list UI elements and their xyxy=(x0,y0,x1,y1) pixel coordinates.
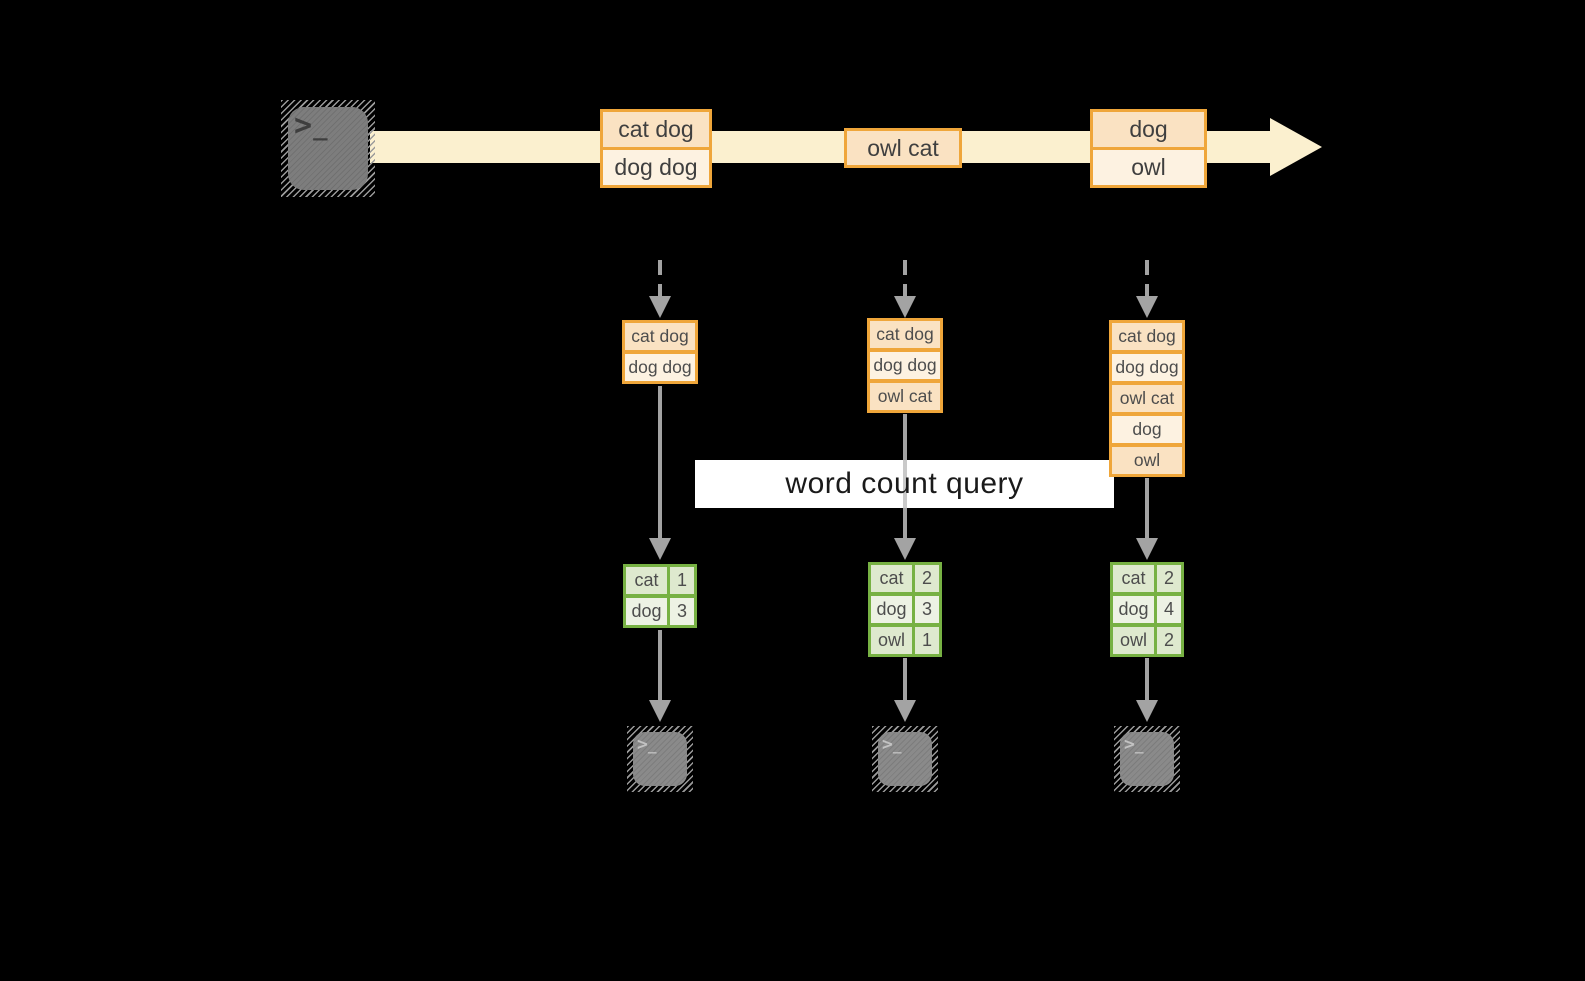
prompt-underscore: _ xyxy=(647,738,657,754)
word-cell: owl xyxy=(1110,624,1157,657)
terminal-screen xyxy=(878,732,932,786)
count-cell: 2 xyxy=(1154,562,1184,595)
stream-message-1: cat dog dog dog xyxy=(600,109,712,188)
arrow-down-icon xyxy=(1136,658,1158,722)
message-line: owl cat xyxy=(844,128,962,168)
buffer-line: dog dog xyxy=(1109,351,1185,384)
terminal-screen xyxy=(288,107,368,190)
terminal-screen xyxy=(633,732,687,786)
word-cell: cat xyxy=(868,562,915,595)
count-row: owl 1 xyxy=(868,624,942,657)
terminal-prompt-icon: >_ xyxy=(882,734,902,755)
word-cell: dog xyxy=(1110,593,1157,626)
prompt-chevron: > xyxy=(1124,734,1135,755)
terminal-prompt-icon: >_ xyxy=(637,734,657,755)
count-cell: 2 xyxy=(1154,624,1184,657)
count-table-2: cat 2 dog 3 owl 1 xyxy=(868,562,942,657)
terminal-prompt-icon: >_ xyxy=(294,108,329,143)
word-cell: dog xyxy=(868,593,915,626)
buffer-line: owl xyxy=(1109,444,1185,477)
buffer-line: owl cat xyxy=(1109,382,1185,415)
message-buffer-2: cat dog dog dog owl cat xyxy=(867,318,943,413)
prompt-chevron: > xyxy=(637,734,648,755)
stream-arrowhead-icon xyxy=(1270,118,1322,176)
message-buffer-1: cat dog dog dog xyxy=(622,320,698,384)
buffer-line: dog dog xyxy=(867,349,943,382)
count-cell: 2 xyxy=(912,562,942,595)
word-cell: cat xyxy=(623,564,670,597)
count-row: dog 3 xyxy=(623,595,697,628)
count-table-1: cat 1 dog 3 xyxy=(623,564,697,628)
word-cell: owl xyxy=(868,624,915,657)
count-table-3: cat 2 dog 4 owl 2 xyxy=(1110,562,1184,657)
prompt-chevron: > xyxy=(882,734,893,755)
count-cell: 3 xyxy=(667,595,697,628)
buffer-line: owl cat xyxy=(867,380,943,413)
buffer-line: cat dog xyxy=(622,320,698,353)
terminal-prompt-icon: >_ xyxy=(1124,734,1144,755)
prompt-underscore: _ xyxy=(1134,738,1144,754)
word-cell: cat xyxy=(1110,562,1157,595)
query-banner: word count query xyxy=(695,460,1114,508)
buffer-line: cat dog xyxy=(867,318,943,351)
dashed-arrow-down-icon xyxy=(649,260,671,318)
count-cell: 3 xyxy=(912,593,942,626)
count-row: dog 3 xyxy=(868,593,942,626)
buffer-line: dog xyxy=(1109,413,1185,446)
count-cell: 1 xyxy=(912,624,942,657)
prompt-underscore: _ xyxy=(892,738,902,754)
message-line: cat dog xyxy=(600,109,712,150)
count-row: cat 1 xyxy=(623,564,697,597)
terminal-screen xyxy=(1120,732,1174,786)
stream-message-3: dog owl xyxy=(1090,109,1207,188)
message-buffer-3: cat dog dog dog owl cat dog owl xyxy=(1109,320,1185,477)
word-cell: dog xyxy=(623,595,670,628)
arrow-through-banner xyxy=(903,460,907,508)
prompt-underscore: _ xyxy=(313,113,329,141)
dashed-arrow-down-icon xyxy=(1136,260,1158,318)
arrow-down-icon xyxy=(649,386,671,560)
query-label: word count query xyxy=(785,467,1024,500)
terminal-output-icon: >_ xyxy=(627,726,693,792)
count-row: cat 2 xyxy=(868,562,942,595)
terminal-source-icon: >_ xyxy=(281,100,375,197)
message-line: owl xyxy=(1090,147,1207,188)
arrow-down-icon xyxy=(1136,478,1158,560)
buffer-line: dog dog xyxy=(622,351,698,384)
stream-message-2: owl cat xyxy=(844,128,962,168)
count-row: owl 2 xyxy=(1110,624,1184,657)
dashed-arrow-down-icon xyxy=(894,260,916,318)
buffer-line: cat dog xyxy=(1109,320,1185,353)
count-cell: 4 xyxy=(1154,593,1184,626)
arrow-down-icon xyxy=(649,630,671,722)
prompt-chevron: > xyxy=(294,108,314,143)
count-row: dog 4 xyxy=(1110,593,1184,626)
message-line: dog xyxy=(1090,109,1207,150)
terminal-output-icon: >_ xyxy=(1114,726,1180,792)
count-cell: 1 xyxy=(667,564,697,597)
arrow-down-icon xyxy=(894,658,916,722)
count-row: cat 2 xyxy=(1110,562,1184,595)
terminal-output-icon: >_ xyxy=(872,726,938,792)
message-line: dog dog xyxy=(600,147,712,188)
